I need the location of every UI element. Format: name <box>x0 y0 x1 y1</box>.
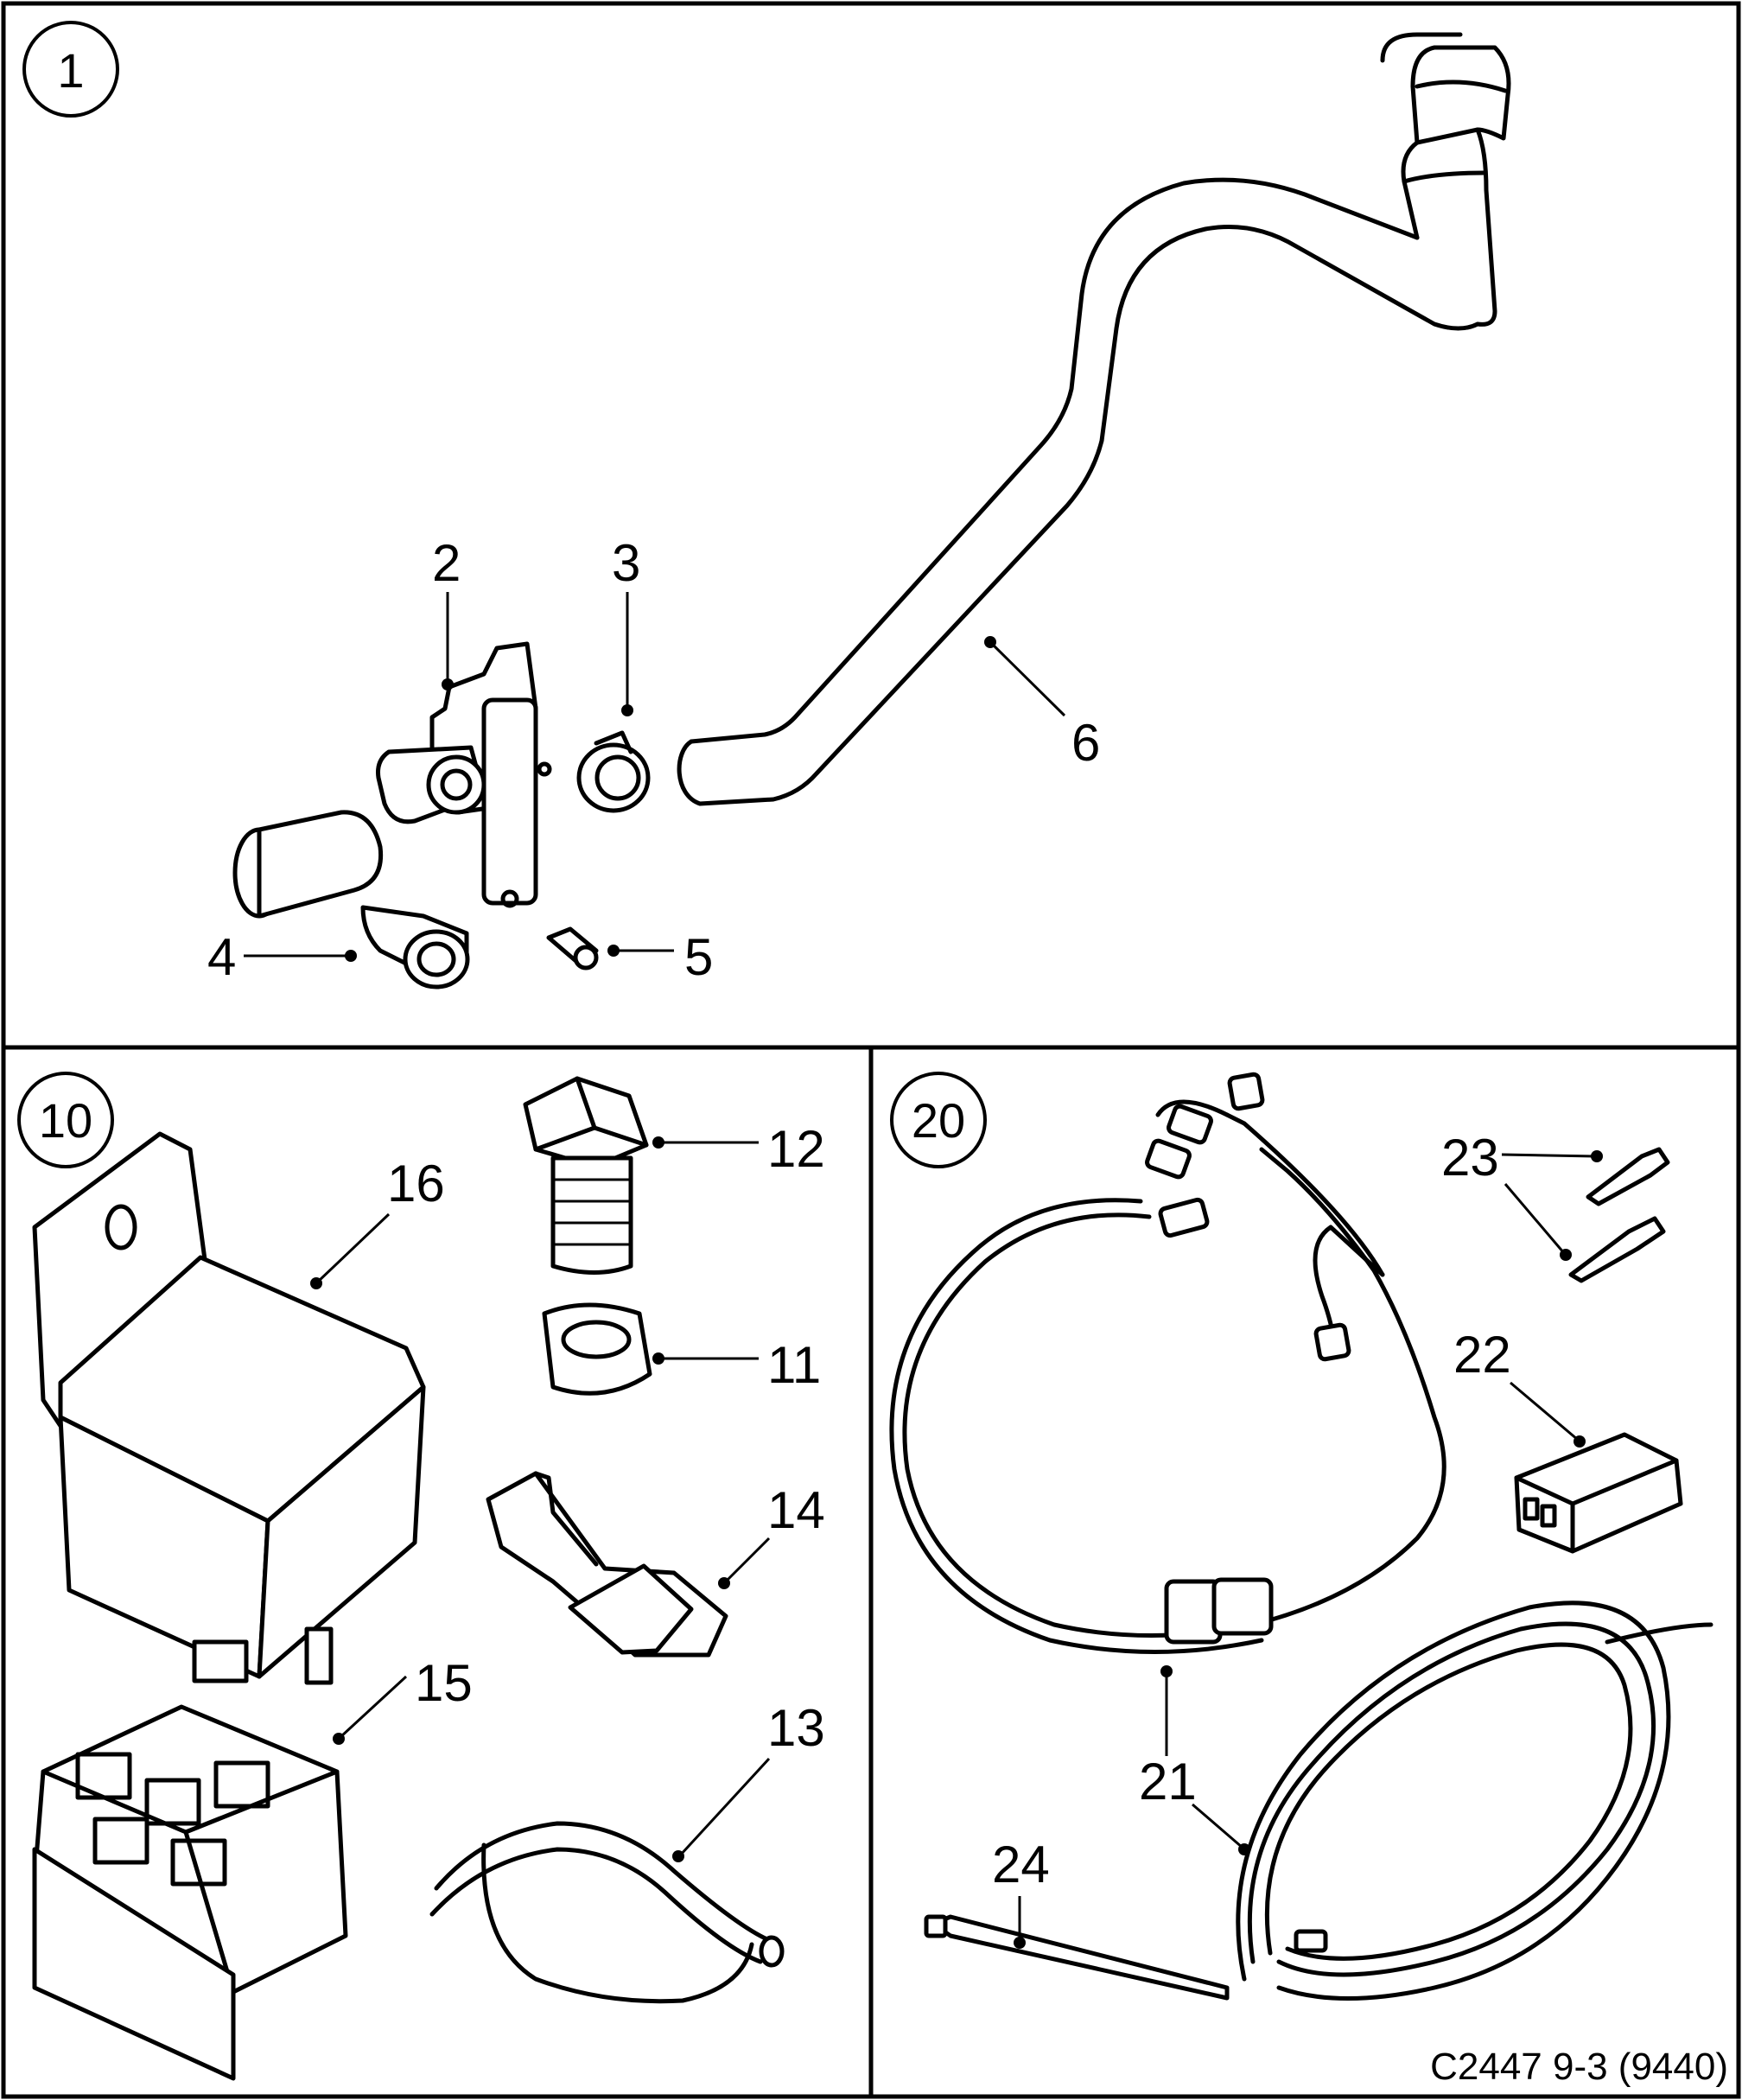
reference-code: C2447 9-3 (9440) <box>1430 2046 1728 2088</box>
bolt <box>523 1076 649 1275</box>
callout-16: 16 <box>310 1155 445 1289</box>
spade-terminal <box>486 1471 728 1658</box>
callout-15: 15 <box>333 1654 473 1745</box>
callout-label-5: 5 <box>684 928 713 986</box>
callout-label-14: 14 <box>767 1481 825 1539</box>
callout-13: 13 <box>672 1699 825 1862</box>
callout-label-4: 4 <box>207 928 236 986</box>
callout-4: 4 <box>207 928 357 986</box>
callout-label-3: 3 <box>612 534 640 592</box>
callout-11: 11 <box>652 1336 821 1394</box>
callout-label-23: 23 <box>1441 1129 1499 1187</box>
terminal-pins <box>1568 1147 1670 1283</box>
callout-label-24: 24 <box>992 1836 1050 1893</box>
coiled-cable <box>1236 1600 1713 2001</box>
section-label-10: 10 <box>39 1093 92 1148</box>
callout-label-15: 15 <box>415 1654 473 1712</box>
section-badge-20: 20 <box>890 1072 987 1168</box>
section-label-1: 1 <box>57 43 84 98</box>
wiring-harness <box>889 1072 1446 1654</box>
callout-label-2: 2 <box>432 534 461 592</box>
cable-tie <box>924 1914 1230 2001</box>
callout-label-11: 11 <box>767 1336 821 1394</box>
callout-3: 3 <box>612 534 640 716</box>
coolant-hose <box>677 32 1511 806</box>
section-label-20: 20 <box>912 1093 965 1148</box>
callout-23: 23 <box>1441 1129 1603 1261</box>
relay <box>32 1131 426 1685</box>
callout-label-22: 22 <box>1453 1326 1511 1384</box>
callout-5: 5 <box>607 928 713 986</box>
callout-6: 6 <box>984 636 1100 772</box>
callout-2: 2 <box>432 534 461 690</box>
mounting-screw <box>546 926 599 970</box>
section-badge-10: 10 <box>17 1072 114 1168</box>
callout-12: 12 <box>652 1120 825 1178</box>
callout-label-21: 21 <box>1139 1753 1197 1810</box>
coolant-valve <box>232 641 552 990</box>
cable-sleeve <box>429 1821 785 2004</box>
connector-housing <box>1514 1432 1683 1554</box>
callout-21: 21 <box>1139 1665 1250 1855</box>
callout-label-12: 12 <box>767 1120 825 1178</box>
nut <box>542 1302 652 1396</box>
callout-24: 24 <box>992 1836 1050 1949</box>
callout-22: 22 <box>1453 1326 1586 1448</box>
callout-label-16: 16 <box>387 1155 445 1212</box>
section-badge-1: 1 <box>22 21 119 118</box>
callout-14: 14 <box>718 1481 825 1589</box>
callout-label-13: 13 <box>767 1699 825 1757</box>
hose-clamp <box>576 730 651 813</box>
callout-label-6: 6 <box>1071 714 1100 772</box>
relay-socket <box>32 1704 348 2081</box>
